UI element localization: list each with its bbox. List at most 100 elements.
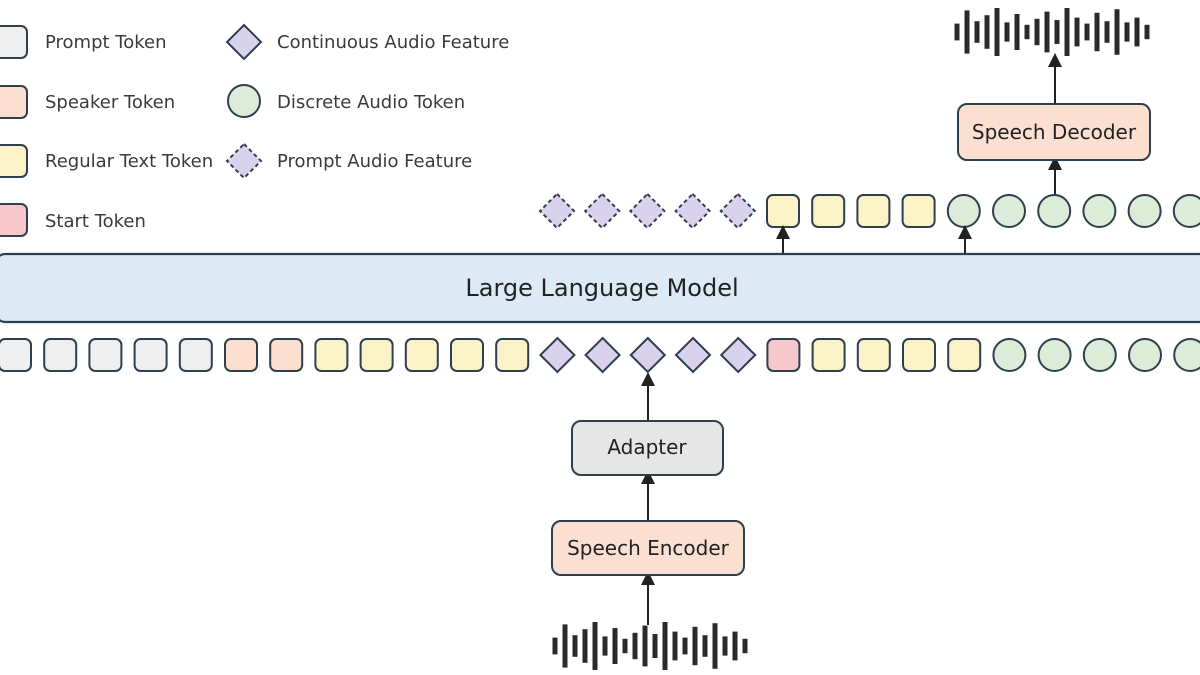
regular-text-token xyxy=(856,194,891,228)
regular-text-token xyxy=(404,338,439,372)
legend-label: Prompt Audio Feature xyxy=(277,151,472,172)
regular-text-token xyxy=(901,194,936,228)
speaker-token xyxy=(224,338,258,372)
regular-text-token xyxy=(947,338,982,372)
regular-text-token xyxy=(314,338,349,372)
waveform-bar xyxy=(602,636,608,656)
discrete-audio-token xyxy=(992,338,1027,372)
continuous-audio-feature xyxy=(629,336,667,374)
speech-encoder-block: Speech Encoder xyxy=(551,520,745,576)
llm-label: Large Language Model xyxy=(465,274,738,302)
waveform-bar xyxy=(562,624,568,668)
speech-decoder-label: Speech Decoder xyxy=(972,120,1137,144)
waveform-bar xyxy=(1104,21,1110,43)
speech-encoder-label: Speech Encoder xyxy=(567,536,730,560)
adapter-label: Adapter xyxy=(607,435,687,459)
output-waveform-icon xyxy=(954,8,1150,56)
waveform-bar xyxy=(1134,17,1140,47)
legend-item-prompt-token: Prompt Token xyxy=(0,25,167,59)
legend-item-discrete-audio-token: Discrete Audio Token xyxy=(227,84,465,118)
speaker-token xyxy=(269,338,304,372)
waveform-bar xyxy=(1144,24,1150,40)
waveform-bar xyxy=(612,628,618,664)
regular-text-token xyxy=(856,338,891,372)
waveform-bar xyxy=(632,632,638,660)
discrete-audio-token xyxy=(1127,194,1162,228)
waveform-bar xyxy=(1014,14,1020,50)
discrete-audio-token xyxy=(992,194,1026,228)
start-token xyxy=(766,338,801,372)
waveform-bar xyxy=(984,15,990,49)
prompt-token xyxy=(178,338,213,372)
adapter-block: Adapter xyxy=(571,420,724,476)
waveform-bar xyxy=(1124,22,1130,42)
legend-item-continuous-audio-feature: Continuous Audio Feature xyxy=(225,23,509,61)
legend-label: Continuous Audio Feature xyxy=(277,32,509,53)
waveform-bar xyxy=(974,21,980,43)
waveform-bar xyxy=(732,631,738,661)
legend-label: Speaker Token xyxy=(45,92,175,113)
discrete-audio-token xyxy=(1037,338,1072,372)
regular-text-token xyxy=(811,194,846,228)
regular-text-token xyxy=(902,338,936,372)
continuous-audio-feature-swatch xyxy=(225,23,263,61)
prompt-audio-feature xyxy=(674,192,712,230)
legend-item-speaker-token: Speaker Token xyxy=(0,85,175,119)
prompt-audio-feature-swatch xyxy=(225,142,263,180)
waveform-bar xyxy=(572,635,578,657)
continuous-audio-feature xyxy=(538,336,576,374)
prompt-token xyxy=(43,338,78,372)
input-token-row xyxy=(0,336,1200,374)
flow-arrows xyxy=(641,53,1062,625)
prompt-token xyxy=(133,338,168,372)
speaker-token-swatch xyxy=(0,85,28,119)
discrete-audio-token xyxy=(1128,338,1162,372)
waveform-bar xyxy=(592,622,598,670)
output-token-row xyxy=(538,192,1200,230)
start-token-swatch xyxy=(0,203,28,237)
waveform-bar xyxy=(662,622,668,670)
input-waveform-icon xyxy=(552,622,748,670)
waveform-bar xyxy=(964,10,970,54)
prompt-token xyxy=(0,338,32,372)
prompt-audio-feature xyxy=(628,192,666,230)
waveform-bar xyxy=(994,8,1000,56)
discrete-audio-token xyxy=(1172,194,1200,228)
regular-text-token xyxy=(811,338,846,372)
waveform-bar xyxy=(582,629,588,663)
legend-label: Start Token xyxy=(45,211,146,232)
regular-text-token-swatch xyxy=(0,144,28,178)
waveform-bar xyxy=(1054,20,1060,44)
waveform-bar xyxy=(1114,9,1120,55)
discrete-audio-token xyxy=(1173,338,1200,372)
continuous-audio-feature xyxy=(674,336,712,374)
discrete-audio-token xyxy=(1082,194,1117,228)
llm-block: Large Language Model xyxy=(0,252,1200,324)
legend-label: Regular Text Token xyxy=(45,151,213,172)
regular-text-token xyxy=(495,338,530,372)
discrete-audio-token xyxy=(1037,194,1072,228)
prompt-token-swatch xyxy=(0,25,28,59)
legend-label: Prompt Token xyxy=(45,32,167,53)
waveform-bar xyxy=(1004,22,1010,42)
prompt-audio-feature xyxy=(719,192,757,230)
waveform-bar xyxy=(954,23,960,41)
regular-text-token xyxy=(359,338,394,372)
continuous-audio-feature xyxy=(584,336,622,374)
discrete-audio-token-swatch xyxy=(227,84,261,118)
prompt-audio-feature xyxy=(583,192,621,230)
legend-item-start-token: Start Token xyxy=(0,203,146,237)
waveform-bar xyxy=(622,638,628,654)
continuous-audio-feature xyxy=(719,336,757,374)
waveform-bar xyxy=(1094,12,1100,52)
waveform-bar xyxy=(642,625,648,667)
waveform-bar xyxy=(652,634,658,658)
legend-label: Discrete Audio Token xyxy=(277,92,465,113)
regular-text-token xyxy=(450,338,484,372)
waveform-bar xyxy=(742,638,748,654)
legend-item-prompt-audio-feature: Prompt Audio Feature xyxy=(225,142,472,180)
waveform-bar xyxy=(682,637,688,655)
waveform-bar xyxy=(1034,18,1040,46)
legend: Prompt Token Speaker Token Regular Text … xyxy=(0,23,509,237)
waveform-bar xyxy=(1044,11,1050,53)
